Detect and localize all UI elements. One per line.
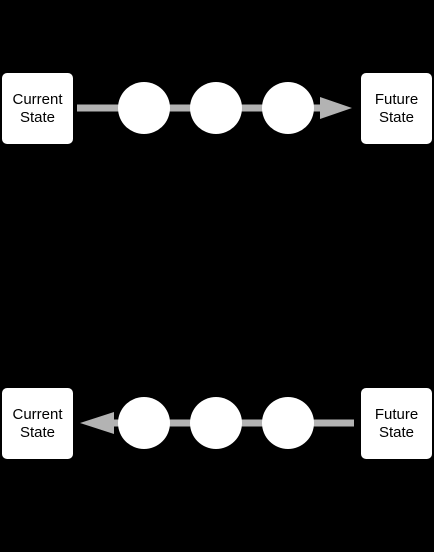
row-bottom-flow <box>80 397 354 449</box>
future-state-label-line1: Future <box>374 90 419 108</box>
current-state-box-bottom: Current State <box>2 388 73 459</box>
current-state-box-top: Current State <box>2 73 73 144</box>
transition-node-top-2 <box>190 82 242 134</box>
future-state-box-top: Future State <box>361 73 432 144</box>
future-state-label-line1: Future <box>374 405 419 423</box>
current-state-label-line2: State <box>19 108 56 126</box>
transition-node-bottom-2 <box>190 397 242 449</box>
arrowhead-left-icon <box>80 412 114 434</box>
future-state-label-line2: State <box>378 108 415 126</box>
transition-node-top-3 <box>262 82 314 134</box>
future-state-label-line2: State <box>378 423 415 441</box>
arrowhead-right-icon <box>320 97 352 119</box>
current-state-label-line1: Current <box>12 90 63 108</box>
transition-node-bottom-1 <box>118 397 170 449</box>
transition-node-bottom-3 <box>262 397 314 449</box>
future-state-box-bottom: Future State <box>361 388 432 459</box>
current-state-label-line2: State <box>19 423 56 441</box>
transition-node-top-1 <box>118 82 170 134</box>
row-top-flow <box>77 82 352 134</box>
current-state-label-line1: Current <box>12 405 63 423</box>
